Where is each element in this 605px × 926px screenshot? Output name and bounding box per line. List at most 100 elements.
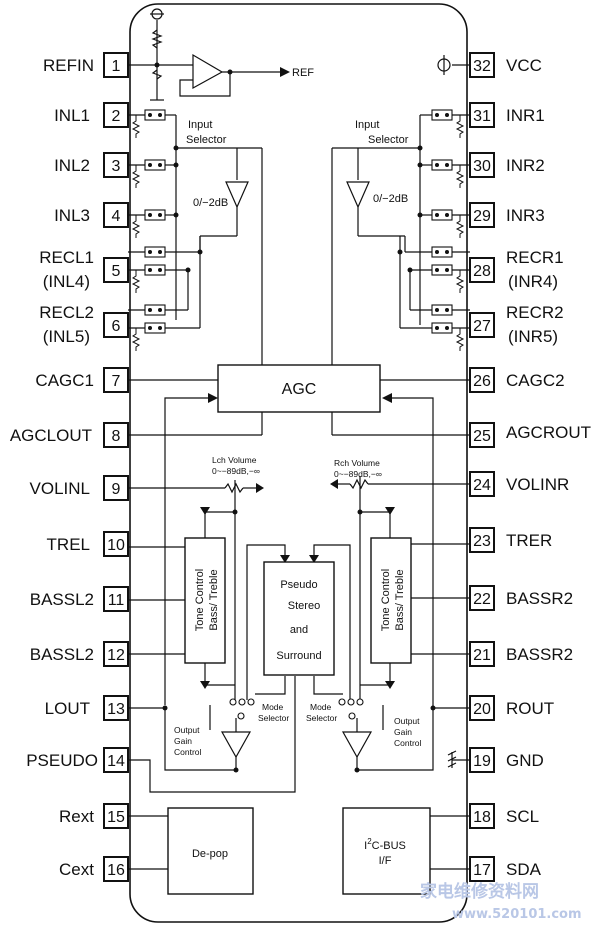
pin-number-11: 11 <box>108 592 125 609</box>
pin-box-3 <box>103 152 129 178</box>
pin-box-29 <box>469 202 495 228</box>
pin-number-7: 7 <box>112 373 121 390</box>
pin-label-lout: LOUT <box>45 699 90 718</box>
rch-volume-range: 0~−89dB,−∞ <box>334 469 382 479</box>
pin-number-32: 32 <box>473 58 491 75</box>
pin-number-9: 9 <box>112 481 121 498</box>
pin-number-28: 28 <box>473 263 491 280</box>
pin-label-cagc1: CAGC1 <box>35 371 94 390</box>
pin-label-inr4: (INR4) <box>508 272 558 291</box>
agc-block <box>217 364 381 413</box>
pin-number-26: 26 <box>473 373 491 390</box>
depop-block <box>167 807 254 895</box>
pin-label-volinr: VOLINR <box>506 475 569 494</box>
output-gain-left-label: Output <box>174 725 200 735</box>
pin-number-5: 5 <box>112 263 121 280</box>
pin-number-21: 21 <box>473 647 491 664</box>
pin-label-inl3: INL3 <box>54 206 90 225</box>
pin-box-21 <box>469 641 495 667</box>
pin-number-22: 22 <box>473 591 491 608</box>
pin-label-inr2: INR2 <box>506 156 545 175</box>
pin-box-11 <box>103 586 129 612</box>
pin-number-27: 27 <box>473 318 491 335</box>
input-selector-left-label: Input <box>188 119 212 131</box>
pin-label-inl5: (INL5) <box>43 327 90 346</box>
pin-number-15: 15 <box>107 809 125 826</box>
output-gain-right-sublabel: Gain <box>394 727 412 737</box>
i2c-bus-label: I2C-BUS <box>364 837 406 852</box>
pin-label-rext: Rext <box>59 807 94 826</box>
pin-label-cagc2: CAGC2 <box>506 371 565 390</box>
pin-label-inr3: INR3 <box>506 206 545 225</box>
pin-label-bassl2-a: BASSL2 <box>30 590 94 609</box>
i2c-bus-block <box>342 807 431 895</box>
pin-box-8 <box>103 422 129 448</box>
tone-control-left-sublabel: Bass/ Treble <box>208 569 220 630</box>
input-selector-right-label: Input <box>355 119 379 131</box>
pin-label-inr1: INR1 <box>506 106 545 125</box>
depop-label: De-pop <box>192 848 228 860</box>
input-selector-left-sublabel: Selector <box>186 134 227 146</box>
pin-number-10: 10 <box>107 537 125 554</box>
pin-number-2: 2 <box>112 108 121 125</box>
pin-box-2 <box>103 102 129 128</box>
pin-label-refin: REFIN <box>43 56 94 75</box>
lch-volume-label: Lch Volume <box>212 455 257 465</box>
pin-label-bassr2-b: BASSR2 <box>506 645 573 664</box>
output-gain-right-sublabel-2: Control <box>394 738 422 748</box>
mode-selector-left-label: Mode <box>262 702 284 712</box>
pin-number-25: 25 <box>473 428 491 445</box>
pin-label-inl2: INL2 <box>54 156 90 175</box>
pin-label-inl1: INL1 <box>54 106 90 125</box>
pin-box-10 <box>103 531 129 557</box>
pin-label-agcrout: AGCROUT <box>506 423 591 442</box>
pin-label-bassl2-b: BASSL2 <box>30 645 94 664</box>
pin-number-17: 17 <box>473 862 491 879</box>
gain-left-label: 0/−2dB <box>193 197 228 209</box>
input-selector-right-sublabel: Selector <box>368 134 409 146</box>
pin-box-26 <box>469 367 495 393</box>
pin-label-vcc: VCC <box>506 56 542 75</box>
pin-number-31: 31 <box>473 108 491 125</box>
tone-control-right-block <box>370 537 412 664</box>
output-gain-right-label: Output <box>394 716 420 726</box>
pin-label-inl4: (INL4) <box>43 272 90 291</box>
pin-label-rout: ROUT <box>506 699 554 718</box>
pin-number-3: 3 <box>112 158 121 175</box>
pseudo-stereo-block <box>263 561 335 676</box>
pin-box-16 <box>103 856 129 882</box>
tone-control-right-sublabel: Bass/ Treble <box>394 569 406 630</box>
pin-label-gnd: GND <box>506 751 544 770</box>
ref-label: REF <box>292 67 314 79</box>
tone-control-left-block <box>184 537 226 664</box>
pin-label-cext: Cext <box>59 860 94 879</box>
pin-label-sda: SDA <box>506 860 542 879</box>
pin-box-23 <box>469 527 495 553</box>
output-gain-left-sublabel: Gain <box>174 736 192 746</box>
pin-box-5 <box>103 257 129 283</box>
pseudo-label-3: and <box>290 624 308 636</box>
pin-label-trer: TRER <box>506 531 552 550</box>
pin-number-4: 4 <box>112 208 121 225</box>
pin-number-1: 1 <box>112 58 121 75</box>
agc-label: AGC <box>282 381 317 398</box>
rch-volume-label: Rch Volume <box>334 458 380 468</box>
pseudo-label-1: Pseudo <box>280 579 317 591</box>
pin-number-12: 12 <box>107 647 125 664</box>
pseudo-label-2: Stereo <box>288 600 320 612</box>
pin-box-24 <box>469 471 495 497</box>
mode-selector-right-sublabel: Selector <box>306 713 337 723</box>
pin-number-29: 29 <box>473 208 491 225</box>
pin-box-6 <box>103 312 129 338</box>
tone-control-right-label: Tone Control <box>380 569 392 631</box>
tone-control-left-label: Tone Control <box>194 569 206 631</box>
pin-number-8: 8 <box>112 428 121 445</box>
pin-number-16: 16 <box>107 862 125 879</box>
i2c-bus-sublabel: I/F <box>379 855 392 867</box>
pin-label-agclout: AGCLOUT <box>10 426 92 445</box>
pin-box-19 <box>469 747 495 773</box>
pin-box-20 <box>469 695 495 721</box>
watermark-logo: 家电维修资料网 <box>420 881 539 902</box>
pin-label-recl1: RECL1 <box>39 248 94 267</box>
pin-number-23: 23 <box>473 533 491 550</box>
